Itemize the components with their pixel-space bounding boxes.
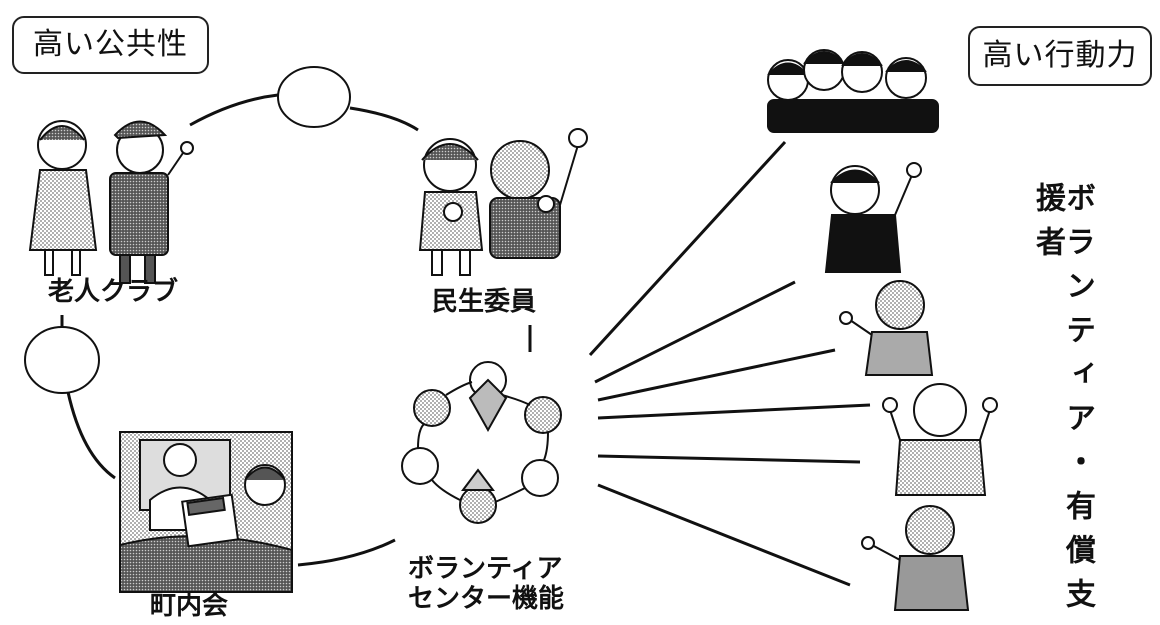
ray-group — [588, 140, 787, 357]
volunteer-center-label-line2: センター機能 — [408, 583, 565, 614]
arc-elder-to-node — [189, 93, 279, 127]
volunteer-center-label-line1: ボランティア — [408, 554, 563, 584]
arc-node-to-commissioner — [349, 106, 419, 132]
arc-node-to-neighborhood — [66, 391, 116, 480]
ray-supporter-3 — [597, 403, 871, 420]
arc-neighborhood-to-center — [297, 538, 396, 567]
high-public-label: 高い公共性 — [12, 16, 209, 74]
ray-supporter-5 — [597, 483, 851, 587]
people-circle-illustration — [401, 361, 562, 524]
supporter-person-illustration-3 — [882, 383, 998, 496]
empty-node-circle-top — [277, 66, 351, 128]
elder-club-label: 老人クラブ — [48, 277, 179, 307]
supporter-person-illustration-4 — [861, 505, 970, 611]
empty-node-circle-left — [24, 326, 100, 394]
welfare-commissioner-label: 民生委員 — [432, 287, 537, 317]
ray-supporter-4 — [597, 454, 861, 464]
volunteer-paid-supporters-label: ボランティア・有償支援者 — [1030, 182, 1095, 622]
ray-supporter-2 — [597, 348, 836, 402]
radiating-lines — [588, 140, 871, 587]
neighborhood-circular-illustration — [119, 431, 293, 593]
supporter-person-illustration-2 — [839, 280, 934, 376]
four-people-group-illustration — [767, 49, 939, 133]
volunteer-center-label: ボランティア センター機能 — [408, 554, 565, 615]
ray-supporter-1 — [594, 280, 796, 384]
neighborhood-association-label: 町内会 — [150, 591, 229, 621]
supporter-person-illustration-1 — [824, 162, 922, 273]
welfare-commissioner-pair-illustration — [418, 128, 588, 276]
high-action-label: 高い行動力 — [968, 26, 1152, 86]
elderly-couple-illustration — [28, 120, 194, 284]
network-lines — [60, 93, 532, 567]
